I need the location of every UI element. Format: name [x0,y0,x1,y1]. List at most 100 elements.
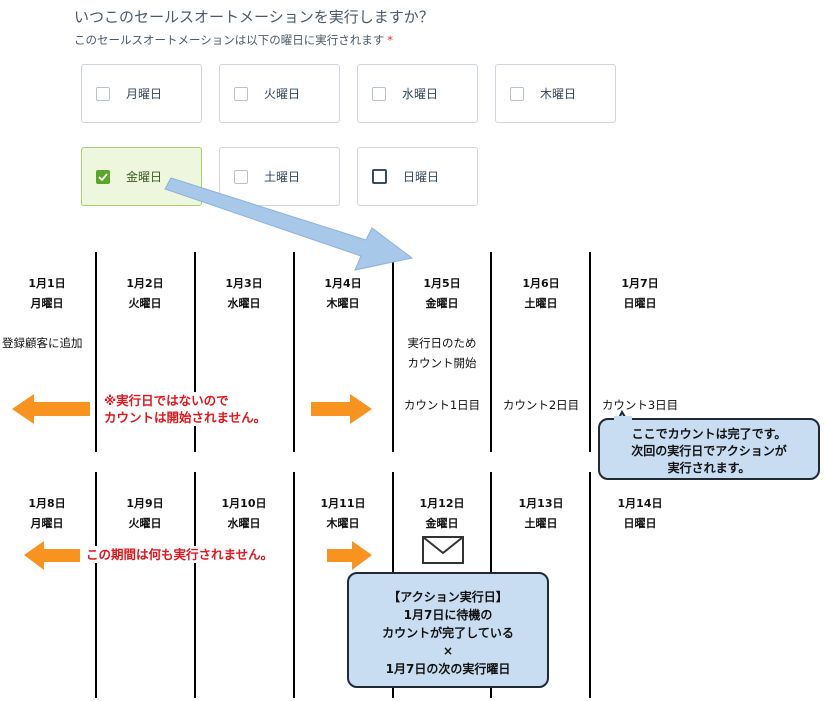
day-weekday: 月曜日 [30,517,64,530]
arrow-left-icon [12,394,90,424]
weekday-label-sunday: 日曜日 [403,170,440,184]
day-weekday: 木曜日 [326,297,360,310]
checkbox-tuesday[interactable] [234,86,248,101]
warning-line: カウントは開始されません。 [104,410,267,425]
day-date: 1月13日 [518,497,564,510]
day-weekday: 日曜日 [623,297,657,310]
checkbox-saturday[interactable] [234,169,248,184]
calendar-divider [293,472,295,698]
weekday-label-wednesday: 水曜日 [402,87,439,101]
weekday-option-saturday[interactable]: 土曜日 [219,147,340,206]
nothing-executed-note: この期間は何も実行されません。 [84,546,276,563]
calendar-day-header: 1月2日火曜日 [96,274,194,314]
day-weekday: 水曜日 [227,297,261,310]
day-weekday: 火曜日 [128,297,162,310]
weekday-label-thursday: 木曜日 [540,87,577,101]
envelope-icon [422,536,464,564]
callout-line: 1月7日に待機の [403,608,493,622]
day-date: 1月14日 [617,497,663,510]
checkbox-thursday[interactable] [510,86,524,101]
weekday-label-saturday: 土曜日 [264,170,301,184]
day-date: 1月12日 [419,497,465,510]
callout-line: 1月7日の次の実行曜日 [385,662,511,676]
day-weekday: 火曜日 [128,517,162,530]
calendar-day-header: 1月8日月曜日 [0,494,96,534]
day-weekday: 月曜日 [30,297,64,310]
calendar-day-header: 1月6日土曜日 [492,274,590,314]
day-date: 1月11日 [320,497,366,510]
checkbox-sunday[interactable] [372,169,387,184]
weekday-label-tuesday: 火曜日 [264,87,301,101]
day-date: 1月9日 [126,497,164,510]
calendar-divider [194,252,196,452]
day-date: 1月7日 [621,277,659,290]
weekday-option-sunday[interactable]: 日曜日 [357,147,478,206]
day-date: 1月8日 [28,497,66,510]
count-start-line: 実行日のため [407,336,477,350]
count-start-line: カウント開始 [407,356,477,370]
count-start-note: 実行日のためカウント開始 [393,333,491,373]
question-title: いつこのセールスオートメーションを実行しますか？ [74,8,434,26]
added-customer-note: 登録顧客に追加 [2,336,83,350]
calendar-day-header: 1月11日木曜日 [294,494,392,534]
calendar-day-header: 1月3日水曜日 [195,274,293,314]
calendar-divider [293,252,295,452]
callout-line: 実行されます。 [667,461,751,475]
callout-line: 次回の実行日でアクションが [631,444,787,458]
callout-tail-mask [614,416,632,420]
warning-line: ※実行日ではないので [104,393,229,408]
day-weekday: 日曜日 [623,517,657,530]
calendar-day-header: 1月9日火曜日 [96,494,194,534]
arrow-right-icon [311,394,372,424]
callout-line: カウントが完了している [382,626,514,640]
day-weekday: 土曜日 [524,297,558,310]
blue-pointer-arrow-icon [164,177,414,271]
calendar-day-header: 1月13日土曜日 [492,494,590,534]
day-weekday: 金曜日 [425,517,459,530]
required-mark: * [387,33,394,47]
day-weekday: 木曜日 [326,517,360,530]
calendar-divider [589,252,591,452]
weekday-label-monday: 月曜日 [126,87,163,101]
checkbox-friday[interactable] [96,169,110,184]
calendar-divider [392,252,394,452]
arrow-right-icon [327,541,372,570]
weekday-option-tuesday[interactable]: 火曜日 [219,64,340,123]
calendar-day-header: 1月5日金曜日 [393,274,491,314]
weekday-option-wednesday[interactable]: 水曜日 [357,64,478,123]
calendar-divider [194,472,196,698]
checkbox-check-icon [98,172,108,181]
weekday-label-friday: 金曜日 [126,170,163,184]
question-subtitle: このセールスオートメーションは以下の曜日に実行されます* [74,32,393,48]
arrow-left-icon [24,541,80,570]
checkbox-monday[interactable] [96,86,110,101]
calendar-day-header: 1月7日日曜日 [591,274,689,314]
calendar-day-header: 1月12日金曜日 [393,494,491,534]
day-date: 1月6日 [522,277,560,290]
day-date: 1月2日 [126,277,164,290]
calendar-day-header: 1月4日木曜日 [294,274,392,314]
callout-line: ここでカウントは完了です。 [631,427,787,441]
count-day-3: カウント3日目 [601,398,679,412]
callout-line: 【アクション実行日】 [388,590,508,604]
count-complete-callout: ここでカウントは完了です。 次回の実行日でアクションが 実行されます。 [598,418,820,480]
calendar-day-header: 1月14日日曜日 [591,494,689,534]
no-count-warning: ※実行日ではないのでカウントは開始されません。 [104,392,267,426]
calendar-day-header: 1月10日水曜日 [195,494,293,534]
day-date: 1月1日 [28,277,66,290]
weekday-option-monday[interactable]: 月曜日 [81,64,202,123]
day-date: 1月10日 [221,497,267,510]
callout-line: × [442,644,454,658]
weekday-option-thursday[interactable]: 木曜日 [495,64,616,123]
checkbox-wednesday[interactable] [372,86,386,101]
weekday-option-friday[interactable]: 金曜日 [81,147,202,206]
day-weekday: 金曜日 [425,297,459,310]
calendar-divider [490,252,492,452]
count-day-1: カウント1日目 [403,398,481,412]
day-date: 1月4日 [324,277,362,290]
action-execution-callout: 【アクション実行日】 1月7日に待機の カウントが完了している × 1月7日の次… [347,572,549,688]
calendar-divider [589,472,591,698]
calendar-day-header: 1月1日月曜日 [0,274,96,314]
day-weekday: 土曜日 [524,517,558,530]
